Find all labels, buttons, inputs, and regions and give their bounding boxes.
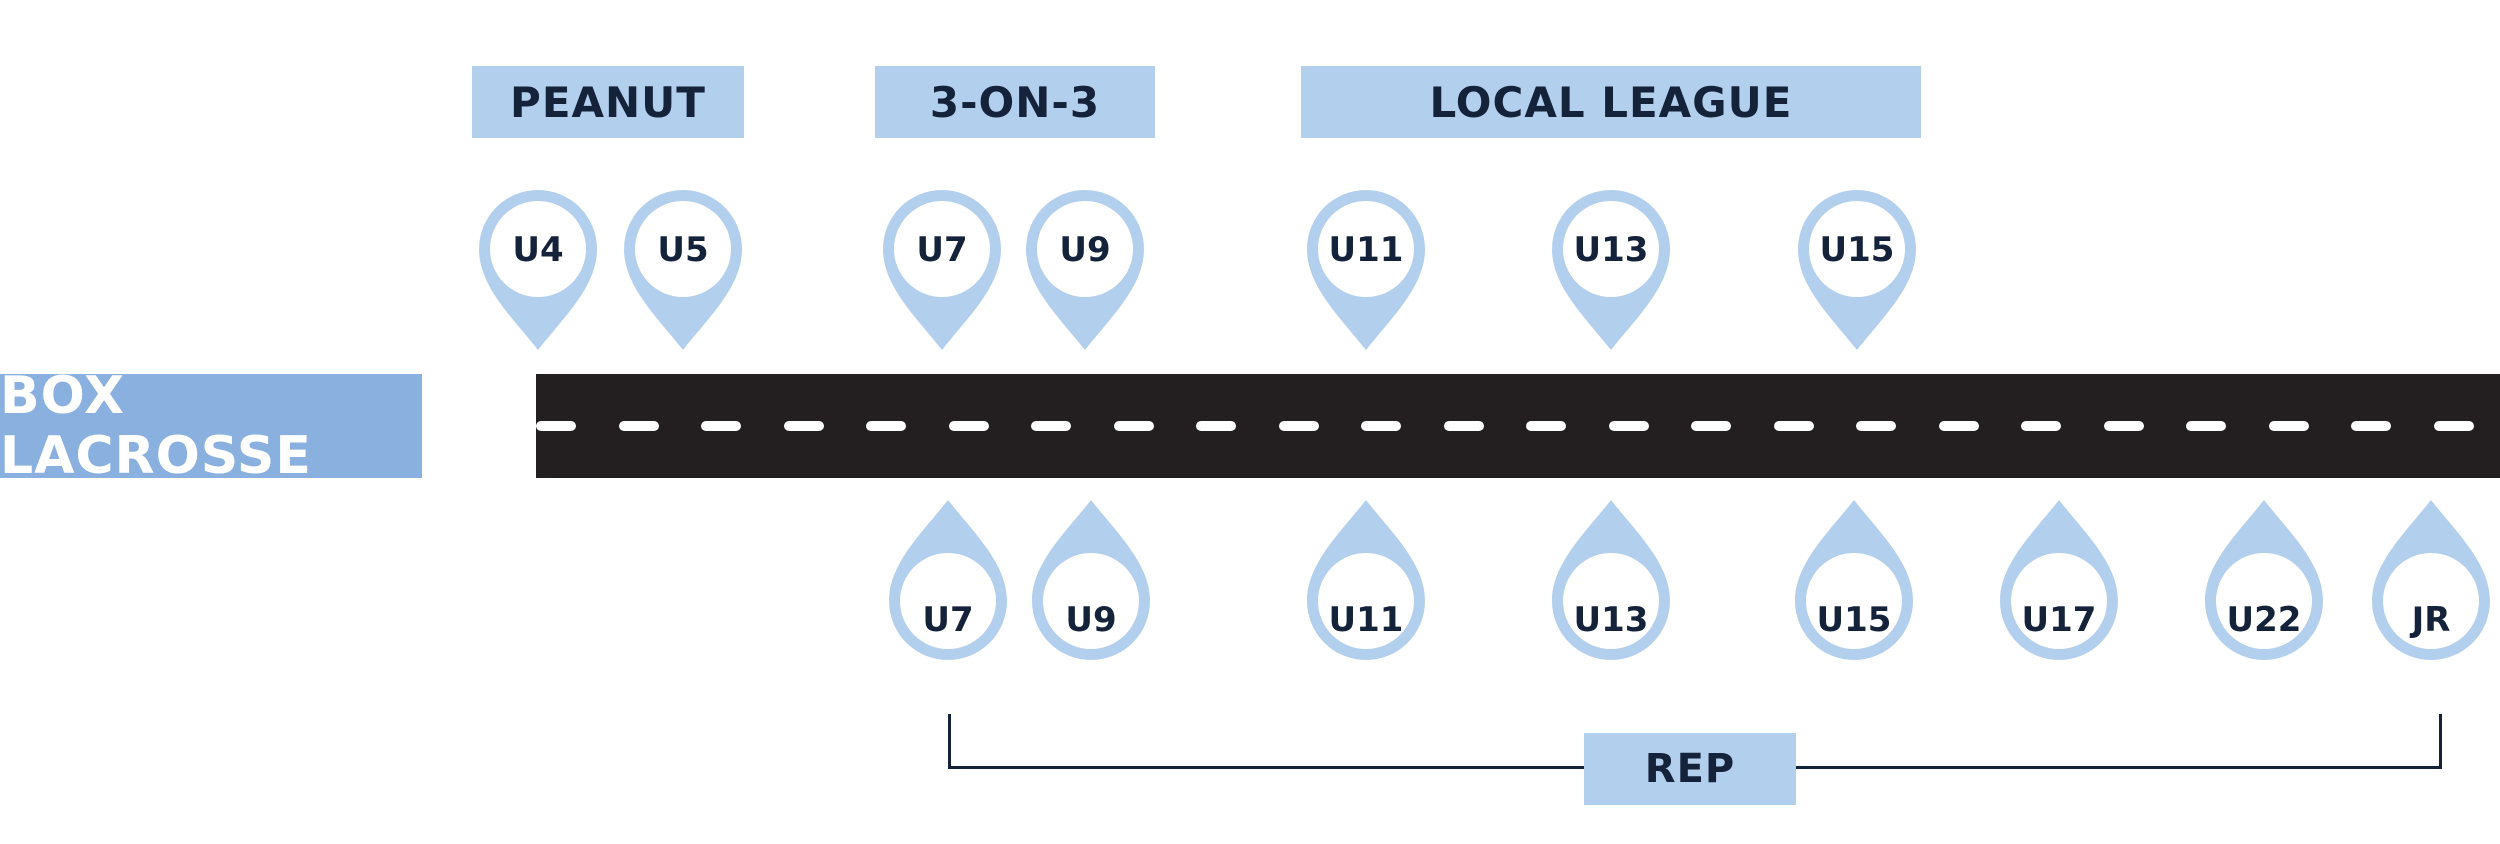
road-dash [536, 421, 576, 431]
top-pin-u4: U4 [473, 184, 603, 350]
road-dash [783, 421, 824, 431]
location-pin-icon [1798, 189, 1916, 350]
pin-label: U5 [657, 230, 709, 270]
location-pin-icon [1795, 500, 1913, 661]
road-dash [1608, 421, 1649, 431]
pin-label: U22 [2226, 600, 2302, 640]
bottom-pin-u7: U7 [883, 500, 1013, 666]
rep-label: REP [1644, 746, 1736, 792]
top-pin-u15: U15 [1792, 184, 1922, 350]
timeline-road [536, 374, 2500, 478]
location-pin-icon [2372, 500, 2490, 661]
top-pin-u5: U5 [618, 184, 748, 350]
bottom-pin-u22: U22 [2199, 500, 2329, 666]
location-pin-icon [889, 500, 1007, 661]
band-peanut-label: PEANUT [510, 77, 706, 127]
location-pin-icon [2000, 500, 2118, 661]
location-pin-icon [1307, 500, 1425, 661]
road-dash [2103, 421, 2144, 431]
bottom-pin-jr: JR [2366, 500, 2496, 666]
pin-label: U15 [1816, 600, 1892, 640]
road-dash [2021, 421, 2061, 431]
bottom-pin-u11: U11 [1301, 500, 1431, 666]
bottom-pin-u17: U17 [1994, 500, 2124, 666]
location-pin-icon [479, 189, 597, 350]
road-dash [1773, 421, 1814, 431]
pin-label: U13 [1573, 600, 1649, 640]
pin-label: U9 [1065, 600, 1117, 640]
band-peanut: PEANUT [472, 66, 744, 138]
road-dash [1443, 421, 1484, 431]
location-pin-icon [1026, 189, 1144, 350]
location-pin-icon [2205, 500, 2323, 661]
location-pin-icon [1307, 189, 1425, 350]
top-pin-u7: U7 [877, 184, 1007, 350]
road-dash [2268, 421, 2309, 431]
location-pin-icon [1552, 500, 1670, 661]
box-lacrosse-label: BOX LACROSSE [0, 366, 422, 486]
band-local-league: LOCAL LEAGUE [1301, 66, 1921, 138]
bottom-pin-u9: U9 [1026, 500, 1156, 666]
road-dash [618, 421, 659, 431]
location-pin-icon [883, 189, 1001, 350]
road-dash [2433, 421, 2474, 431]
top-pin-u9: U9 [1020, 184, 1150, 350]
location-pin-icon [1552, 189, 1670, 350]
top-pin-u13: U13 [1546, 184, 1676, 350]
band-3-on-3-label: 3-ON-3 [929, 77, 1101, 127]
road-dash [1113, 421, 1154, 431]
bottom-pin-u13: U13 [1546, 500, 1676, 666]
band-local-league-label: LOCAL LEAGUE [1429, 77, 1793, 127]
location-pin-icon [624, 189, 742, 350]
road-dash [2186, 421, 2226, 431]
pin-label: U7 [916, 230, 968, 270]
pin-label: U7 [922, 600, 974, 640]
road-dash [1856, 421, 1896, 431]
pin-label: U15 [1819, 230, 1895, 270]
bottom-pin-u15: U15 [1789, 500, 1919, 666]
pin-label: U17 [2021, 600, 2097, 640]
box-lacrosse-text: BOX LACROSSE [0, 366, 312, 486]
road-dash [1526, 421, 1566, 431]
band-3-on-3: 3-ON-3 [875, 66, 1155, 138]
pin-label: U11 [1328, 600, 1404, 640]
road-dash [1278, 421, 1319, 431]
pin-label: U4 [512, 230, 564, 270]
pin-label: JR [2411, 600, 2451, 640]
road-dash [2351, 421, 2391, 431]
road-dash [948, 421, 989, 431]
location-pin-icon [1032, 500, 1150, 661]
road-dash [701, 421, 741, 431]
pin-label: U11 [1328, 230, 1404, 270]
pin-label: U13 [1573, 230, 1649, 270]
road-dash [1361, 421, 1401, 431]
road-dash [1938, 421, 1979, 431]
rep-label-box: REP [1584, 733, 1796, 805]
road-dash [1691, 421, 1731, 431]
top-pin-u11: U11 [1301, 184, 1431, 350]
road-dash [1196, 421, 1236, 431]
road-dash [866, 421, 906, 431]
road-dash [1031, 421, 1071, 431]
pin-label: U9 [1059, 230, 1111, 270]
